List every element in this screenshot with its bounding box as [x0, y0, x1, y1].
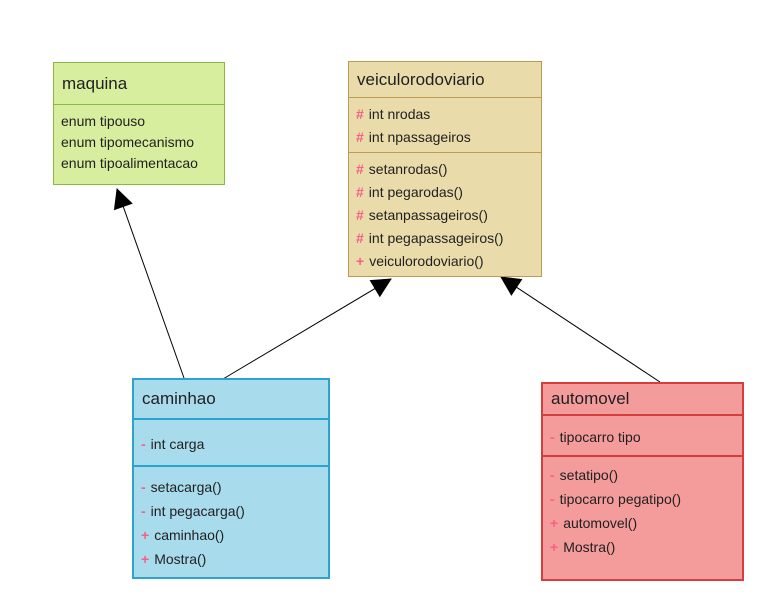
method-label: tipocarro pegatipo(): [559, 491, 682, 507]
method-label: Mostra(): [154, 551, 207, 567]
class-caminhao-methods: - setacarga() - int pegacarga() + caminh…: [134, 467, 328, 577]
method-label: Mostra(): [563, 539, 616, 555]
visibility-symbol: +: [356, 253, 365, 269]
attribute-label: enum tipoalimentacao: [61, 155, 198, 171]
class-caminhao[interactable]: caminhao - int carga - setacarga() - int…: [132, 378, 330, 579]
class-automovel-methods: - setatipo() - tipocarro pegatipo() + au…: [543, 457, 742, 579]
class-veiculorodoviario[interactable]: veiculorodoviario # int nrodas # int npa…: [348, 61, 542, 277]
method-row: - int pegacarga(): [134, 499, 328, 523]
method-label: int pegacarga(): [150, 503, 245, 519]
attribute-row: enum tipoalimentacao: [54, 153, 224, 174]
class-maquina-attributes: enum tipouso enum tipomecanismo enum tip…: [54, 105, 224, 184]
method-label: caminhao(): [154, 527, 225, 543]
method-row: + Mostra(): [134, 547, 328, 571]
method-label: setatipo(): [559, 467, 619, 483]
visibility-symbol: -: [141, 479, 146, 495]
method-label: int pegarodas(): [368, 184, 463, 200]
visibility-symbol: -: [550, 429, 555, 445]
method-label: automovel(): [563, 515, 638, 531]
generalization-arrow-caminhao-maquina[interactable]: [113, 188, 185, 379]
attribute-label: enum tipouso: [61, 113, 146, 129]
method-label: veiculorodoviario(): [369, 253, 484, 269]
visibility-symbol: #: [356, 129, 364, 145]
visibility-symbol: #: [356, 207, 364, 223]
attribute-row: # int npassageiros: [349, 126, 541, 149]
attribute-row: - int carga: [134, 432, 328, 456]
attribute-row: - tipocarro tipo: [543, 425, 742, 449]
class-caminhao-title: caminhao: [134, 380, 328, 420]
visibility-symbol: -: [550, 467, 555, 483]
class-maquina-title: maquina: [54, 63, 224, 105]
class-veiculorodoviario-title: veiculorodoviario: [349, 62, 541, 98]
visibility-symbol: +: [141, 551, 150, 567]
method-row: # setanrodas(): [349, 158, 541, 181]
visibility-symbol: #: [356, 230, 364, 246]
class-veiculorodoviario-attributes: # int nrodas # int npassageiros: [349, 98, 541, 153]
visibility-symbol: +: [141, 527, 150, 543]
method-row: - setatipo(): [543, 463, 742, 487]
class-caminhao-attributes: - int carga: [134, 420, 328, 467]
visibility-symbol: -: [550, 491, 555, 507]
attribute-row: enum tipomecanismo: [54, 132, 224, 153]
method-row: # int pegapassageiros(): [349, 227, 541, 250]
visibility-symbol: #: [356, 161, 364, 177]
visibility-symbol: -: [141, 503, 146, 519]
method-label: setacarga(): [150, 479, 222, 495]
method-row: # setanpassageiros(): [349, 204, 541, 227]
method-label: int pegapassageiros(): [368, 230, 504, 246]
class-veiculorodoviario-methods: # setanrodas() # int pegarodas() # setan…: [349, 153, 541, 276]
visibility-symbol: -: [141, 436, 146, 452]
method-label: setanpassageiros(): [368, 207, 488, 223]
visibility-symbol: +: [550, 515, 559, 531]
method-row: # int pegarodas(): [349, 181, 541, 204]
method-row: + caminhao(): [134, 523, 328, 547]
attribute-label: int npassageiros: [368, 129, 471, 145]
method-row: + veiculorodoviario(): [349, 250, 541, 273]
method-row: + Mostra(): [543, 535, 742, 559]
class-maquina[interactable]: maquina enum tipouso enum tipomecanismo …: [53, 62, 225, 185]
method-row: + automovel(): [543, 511, 742, 535]
method-row: - tipocarro pegatipo(): [543, 487, 742, 511]
attribute-label: enum tipomecanismo: [61, 134, 195, 150]
visibility-symbol: #: [356, 106, 364, 122]
method-row: - setacarga(): [134, 475, 328, 499]
generalization-arrow-automovel-veiculorodoviario[interactable]: [500, 276, 661, 383]
attribute-label: tipocarro tipo: [559, 429, 641, 445]
visibility-symbol: #: [356, 184, 364, 200]
generalization-arrow-caminhao-veiculorodoviario[interactable]: [222, 278, 392, 380]
attribute-row: enum tipouso: [54, 111, 224, 132]
method-label: setanrodas(): [368, 161, 448, 177]
attribute-label: int nrodas: [368, 106, 431, 122]
attribute-row: # int nrodas: [349, 103, 541, 126]
visibility-symbol: +: [550, 539, 559, 555]
class-automovel-title: automovel: [543, 384, 742, 416]
class-automovel-attributes: - tipocarro tipo: [543, 416, 742, 457]
attribute-label: int carga: [150, 436, 205, 452]
class-automovel[interactable]: automovel - tipocarro tipo - setatipo() …: [541, 382, 744, 581]
